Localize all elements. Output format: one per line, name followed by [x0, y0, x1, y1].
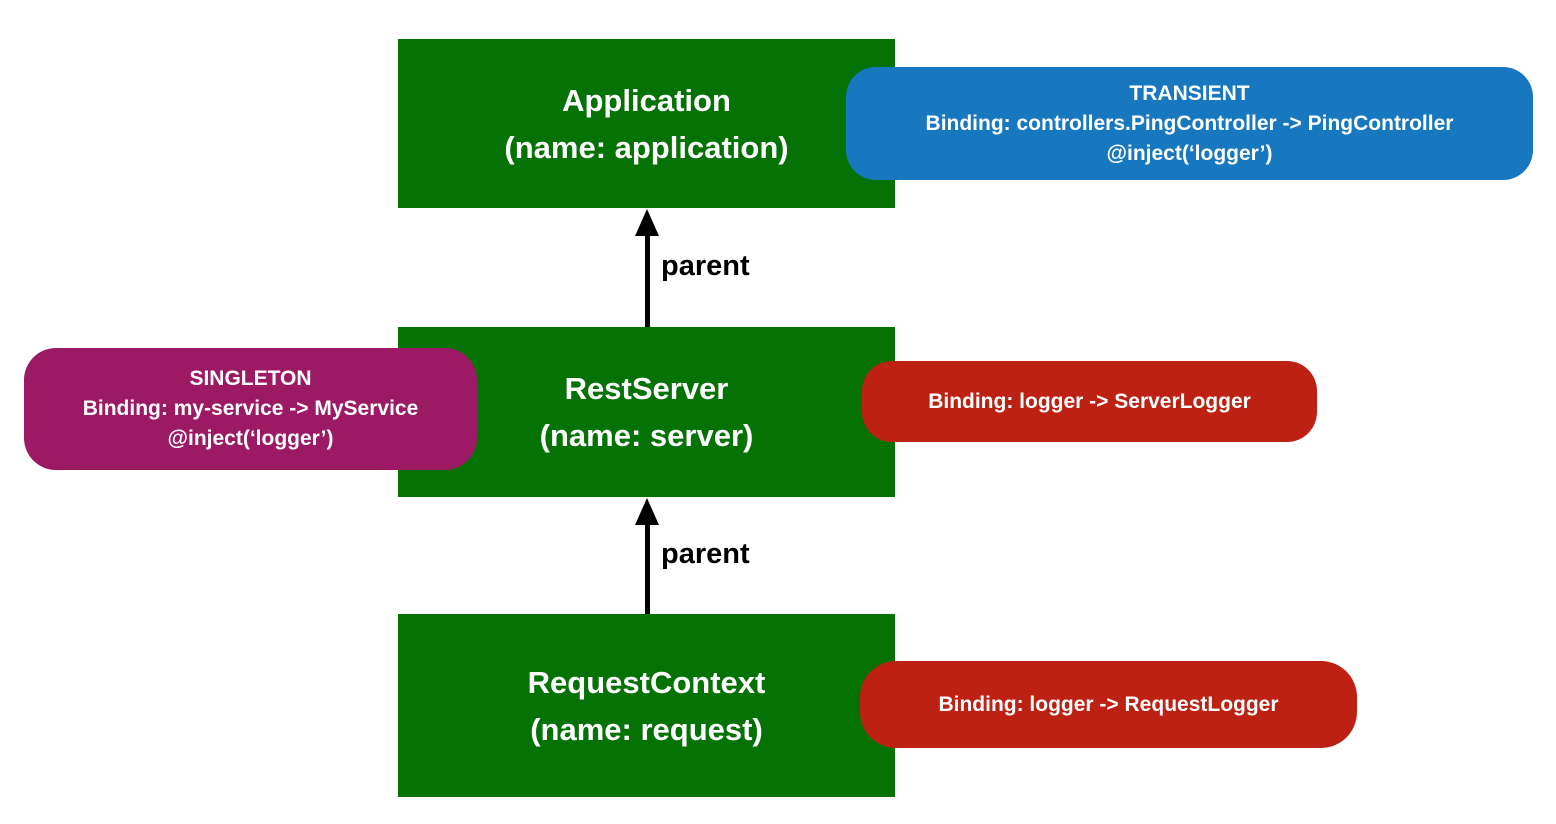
badge-binding: Binding: logger -> ServerLogger [928, 389, 1251, 413]
badge-binding: Binding: my-service -> MyService [82, 397, 419, 420]
node-subtitle: (name: request) [530, 711, 763, 747]
arrow-server-to-application [635, 209, 659, 327]
arrow-shaft [644, 518, 650, 614]
node-subtitle: (name: server) [539, 418, 754, 453]
badge-scope: SINGLETON [189, 367, 312, 390]
badge-inject: @inject(‘logger’) [167, 427, 334, 450]
badge-server-logger-binding: Binding: logger -> ServerLogger [862, 361, 1317, 442]
node-subtitle: (name: application) [504, 129, 789, 165]
badge-scope: TRANSIENT [1129, 81, 1250, 105]
node-restserver-context: RestServer (name: server) [398, 327, 895, 497]
arrow-shaft [644, 229, 650, 327]
badge-binding: Binding: logger -> RequestLogger [938, 692, 1279, 716]
node-title: RestServer [564, 371, 729, 406]
badge-inject: @inject(‘logger’) [1106, 141, 1273, 165]
badge-transient-binding: TRANSIENT Binding: controllers.PingContr… [846, 67, 1533, 180]
node-title: RequestContext [527, 664, 766, 700]
badge-singleton-binding: SINGLETON Binding: my-service -> MyServi… [24, 348, 477, 470]
edge-label-parent: parent [661, 538, 750, 570]
node-application-context: Application (name: application) [398, 39, 895, 208]
arrow-request-to-server [635, 498, 659, 614]
node-title: Application [562, 82, 731, 118]
badge-request-logger-binding: Binding: logger -> RequestLogger [860, 661, 1357, 748]
edge-label-parent: parent [661, 250, 750, 282]
badge-binding: Binding: controllers.PingController -> P… [925, 111, 1454, 135]
node-requestcontext-context: RequestContext (name: request) [398, 614, 895, 797]
